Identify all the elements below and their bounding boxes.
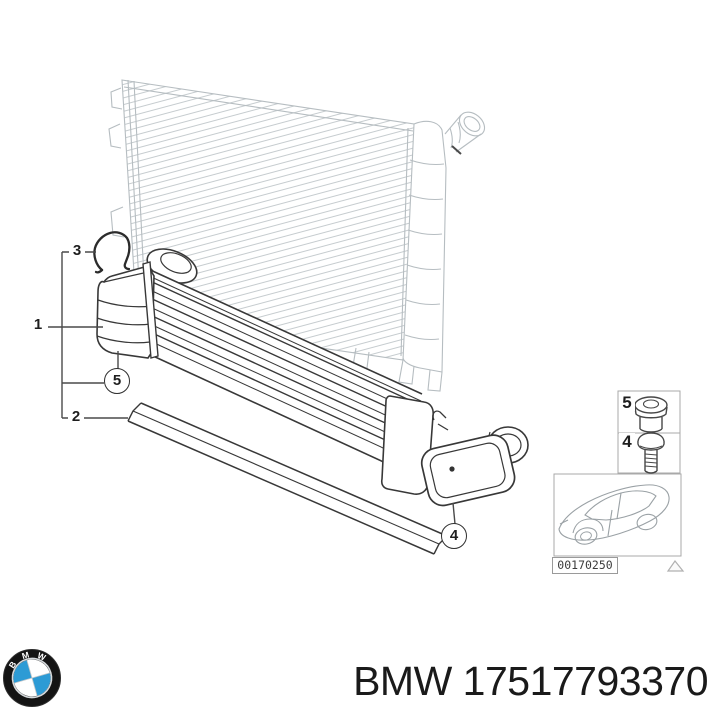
grommet-illustration	[634, 396, 668, 433]
callout-label-5-circled: 5	[104, 368, 130, 394]
roundel-letter-b: B	[7, 659, 19, 670]
inset-detail-box	[553, 390, 685, 572]
callout-label-2: 2	[68, 409, 84, 425]
car-thumbnail	[558, 484, 670, 545]
duct-illustration	[420, 426, 529, 507]
inset-callout-5: 5	[619, 394, 635, 411]
intercooler-illustration	[96, 248, 449, 495]
bmw-roundel-icon: B M W	[3, 649, 61, 707]
callout-label-4-circled: 4	[441, 523, 467, 549]
exploded-parts-drawing	[48, 79, 685, 572]
roundel-letter-m: M	[21, 650, 31, 662]
inset-callout-4: 4	[619, 433, 635, 450]
clip-illustration	[93, 231, 131, 274]
bolt-illustration	[637, 432, 665, 474]
deflector-illustration	[127, 402, 448, 555]
part-number-text: BMW 17517793370	[353, 658, 708, 704]
callout-label-3: 3	[69, 243, 85, 259]
approval-triangle-icon	[666, 559, 685, 572]
image-code-label: 00170250	[552, 557, 618, 574]
callout-label-1: 1	[30, 317, 46, 333]
